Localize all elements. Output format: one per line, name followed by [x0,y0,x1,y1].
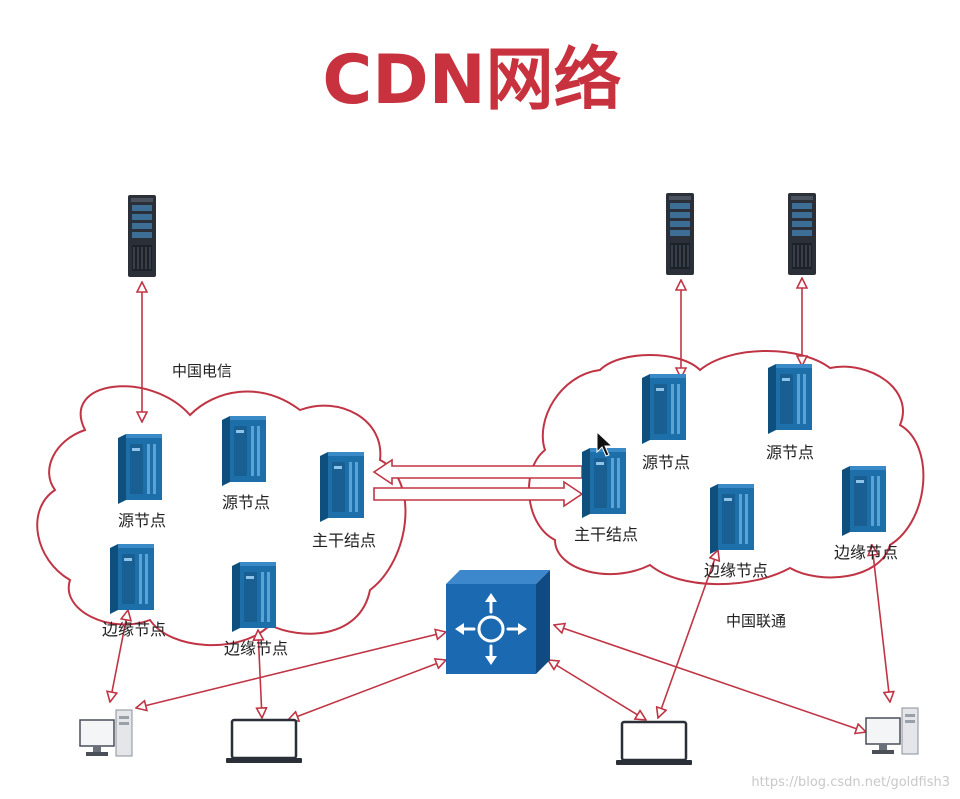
server-tower-icon [320,452,364,522]
laptop-icon [224,718,304,765]
node-label-right-edge-a: 边缘节点 [704,561,768,580]
server-tower-icon [642,374,686,444]
right-cloud [528,350,925,586]
server-tower-icon [118,434,162,504]
link-router-laptop-right [548,660,646,720]
node-label-left-edge-b: 边缘节点 [224,639,288,658]
link-router-desktop-right [554,625,866,732]
link-left-edge-desktop [110,610,128,702]
link-right-edge-desktop [872,545,890,702]
server-tower-icon [768,364,812,434]
server-tower-icon [110,544,154,614]
desktop-computer-icon [865,707,919,755]
mouse-cursor-icon [596,430,614,457]
server-tower-icon [582,448,626,518]
region-label-right: 中国联通 [726,612,786,630]
node-label-left-edge-a: 边缘节点 [102,620,166,639]
watermark: https://blog.csdn.net/goldfish3 [751,775,950,790]
desktop-computer-icon [79,709,133,757]
page-title: CDN网络 [322,41,621,120]
link-router-laptop-left [288,660,446,720]
rack-server-icon [787,192,817,276]
server-tower-icon [842,466,886,536]
node-label-right-edge-b: 边缘节点 [834,543,898,562]
node-label-right-source-b: 源节点 [766,443,814,462]
node-label-right-source-a: 源节点 [642,453,690,472]
node-label-right-backbone: 主干结点 [574,525,638,544]
connections [110,278,890,732]
laptop-icon [614,720,694,767]
link-right-edge-laptop [658,550,718,718]
backbone-link [372,458,584,508]
rack-server-icon [127,194,157,278]
router-icon [446,570,550,674]
server-tower-icon [222,416,266,486]
node-label-left-source-b: 源节点 [222,493,270,512]
server-tower-icon [710,484,754,554]
rack-server-icon [665,192,695,276]
link-router-desktop-left [136,632,446,708]
server-tower-icon [232,562,276,632]
node-label-left-backbone: 主干结点 [312,531,376,550]
node-label-left-source-a: 源节点 [118,511,166,530]
region-label-left: 中国电信 [172,362,232,380]
